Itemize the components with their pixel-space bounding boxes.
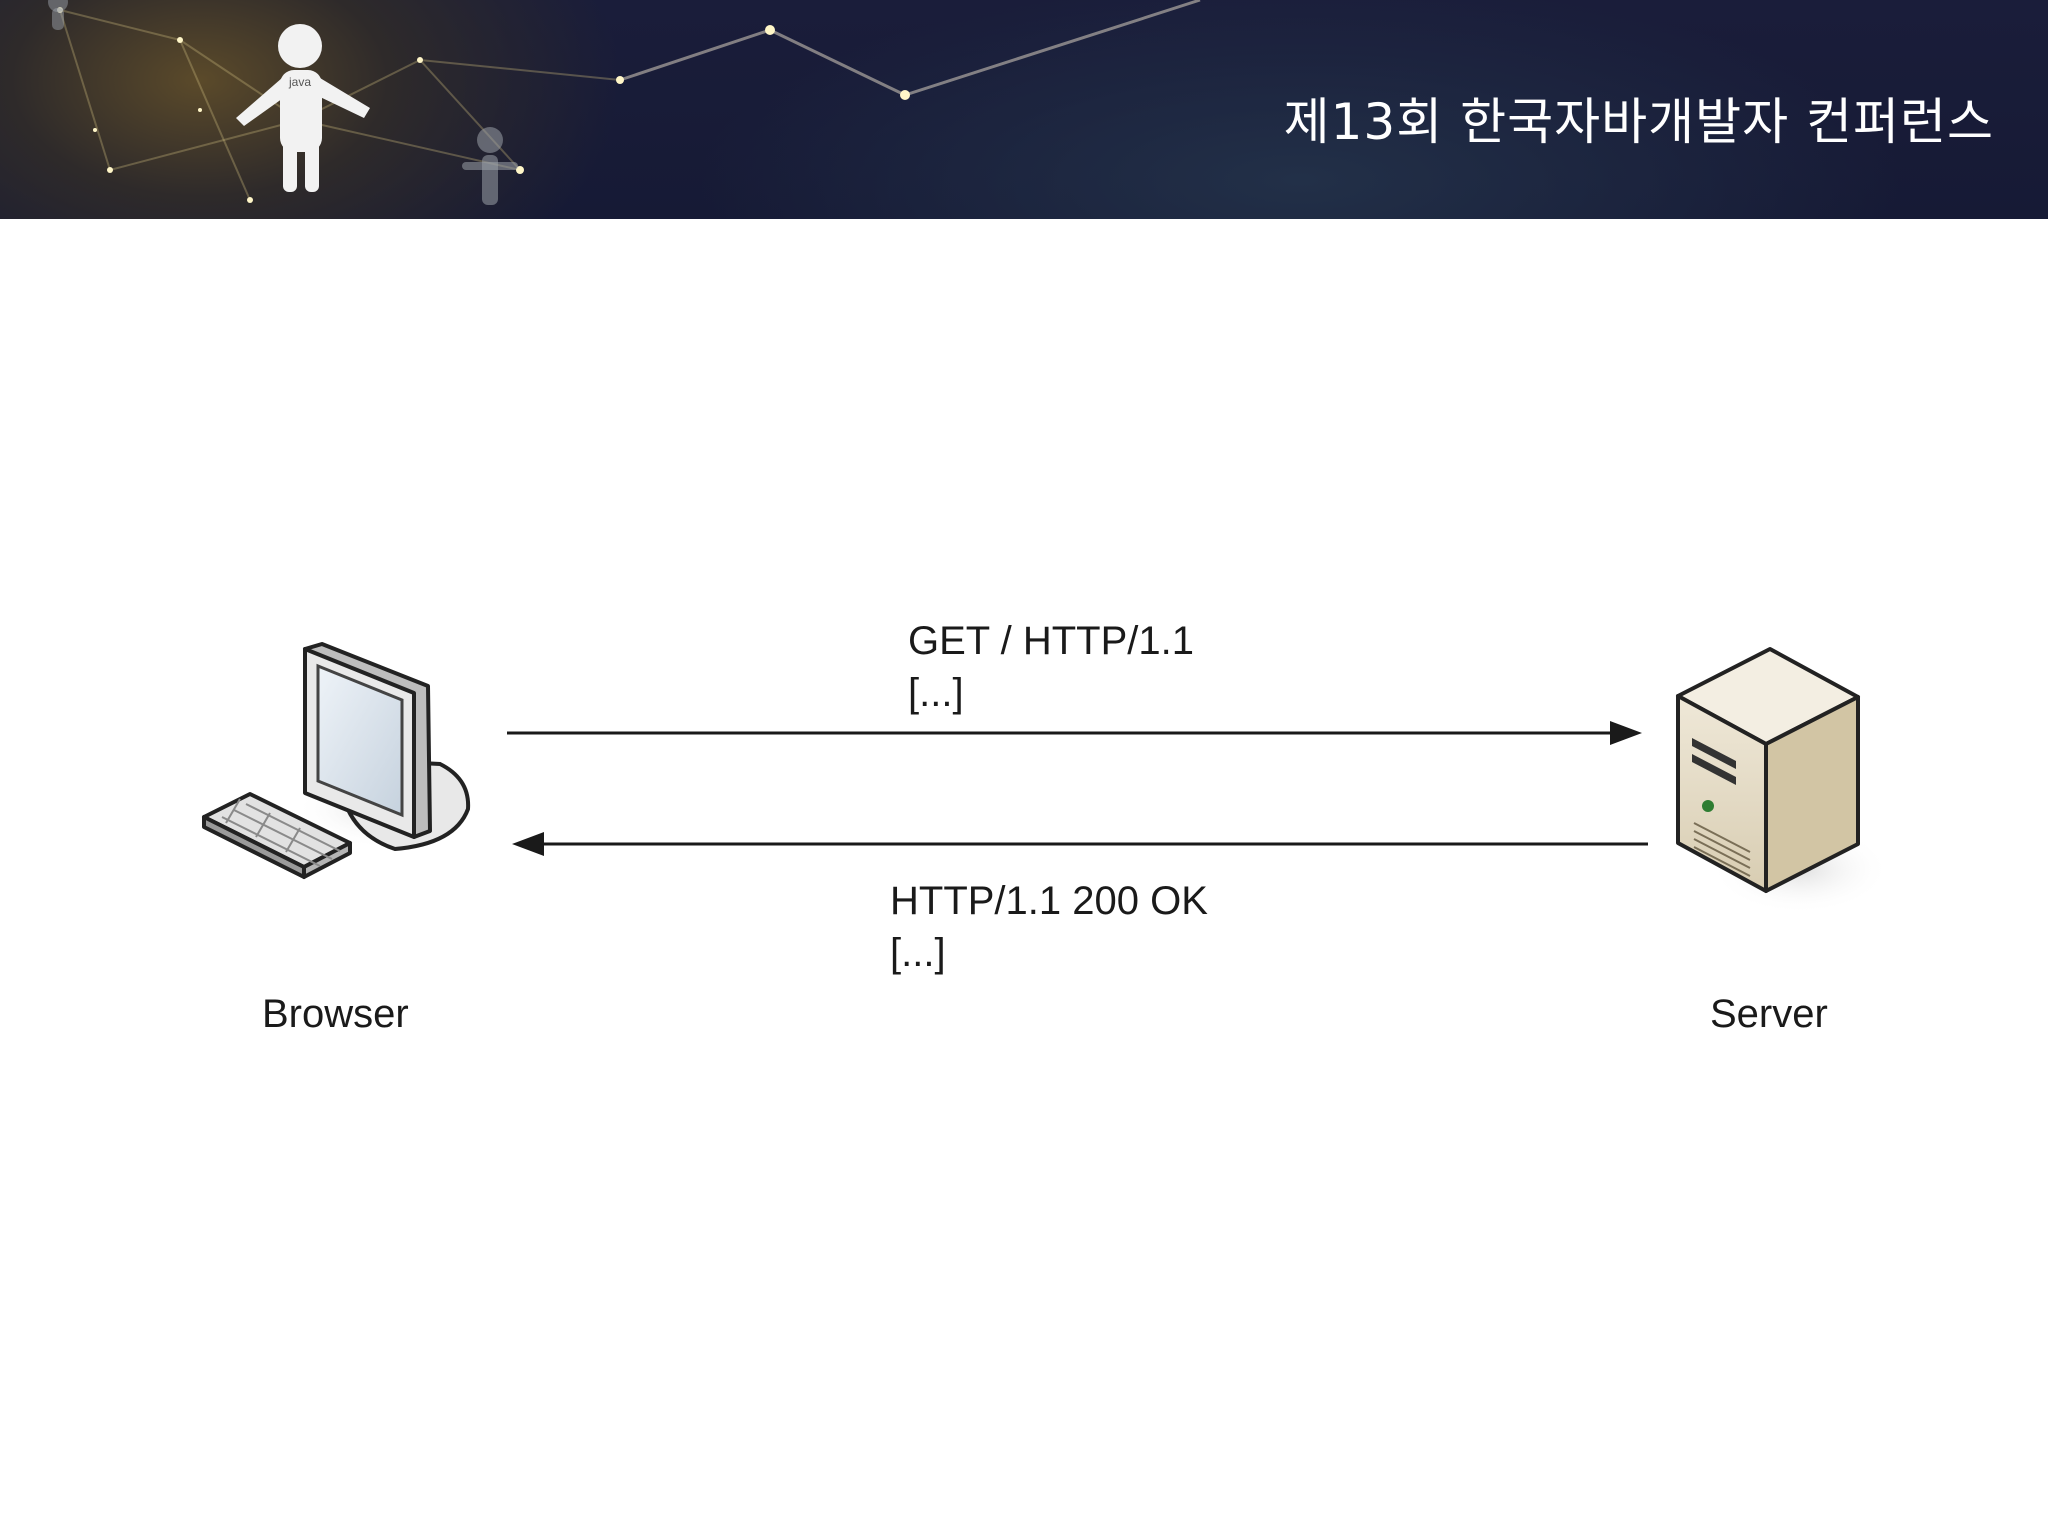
constellation-network-graphic: java [48,0,1201,205]
desktop-computer-icon [202,642,475,879]
slide-header-banner: java 제13회 한국자바개발자 컨퍼런스 [0,0,2048,219]
server-label: Server [1710,992,1828,1036]
response-message-label: HTTP/1.1 200 OK [...] [890,875,1208,979]
request-message-label: GET / HTTP/1.1 [...] [908,615,1194,719]
response-arrow [512,832,1648,856]
diagram-canvas [202,642,1890,914]
small-person-figure-icon [462,127,518,205]
request-arrow [507,721,1642,745]
response-ellipsis: [...] [890,931,946,975]
java-badge-label: java [288,75,311,89]
java-mascot-figure-icon: java [236,24,370,192]
response-status-line: HTTP/1.1 200 OK [890,879,1208,923]
request-ellipsis: [...] [908,671,964,715]
request-line: GET / HTTP/1.1 [908,619,1194,663]
page-title: 제13회 한국자바개발자 컨퍼런스 [1283,93,1994,151]
http-request-response-diagram: GET / HTTP/1.1 [...] HTTP/1.1 200 OK [..… [0,219,2048,1536]
browser-label: Browser [262,992,409,1036]
server-tower-icon [1676,647,1890,914]
